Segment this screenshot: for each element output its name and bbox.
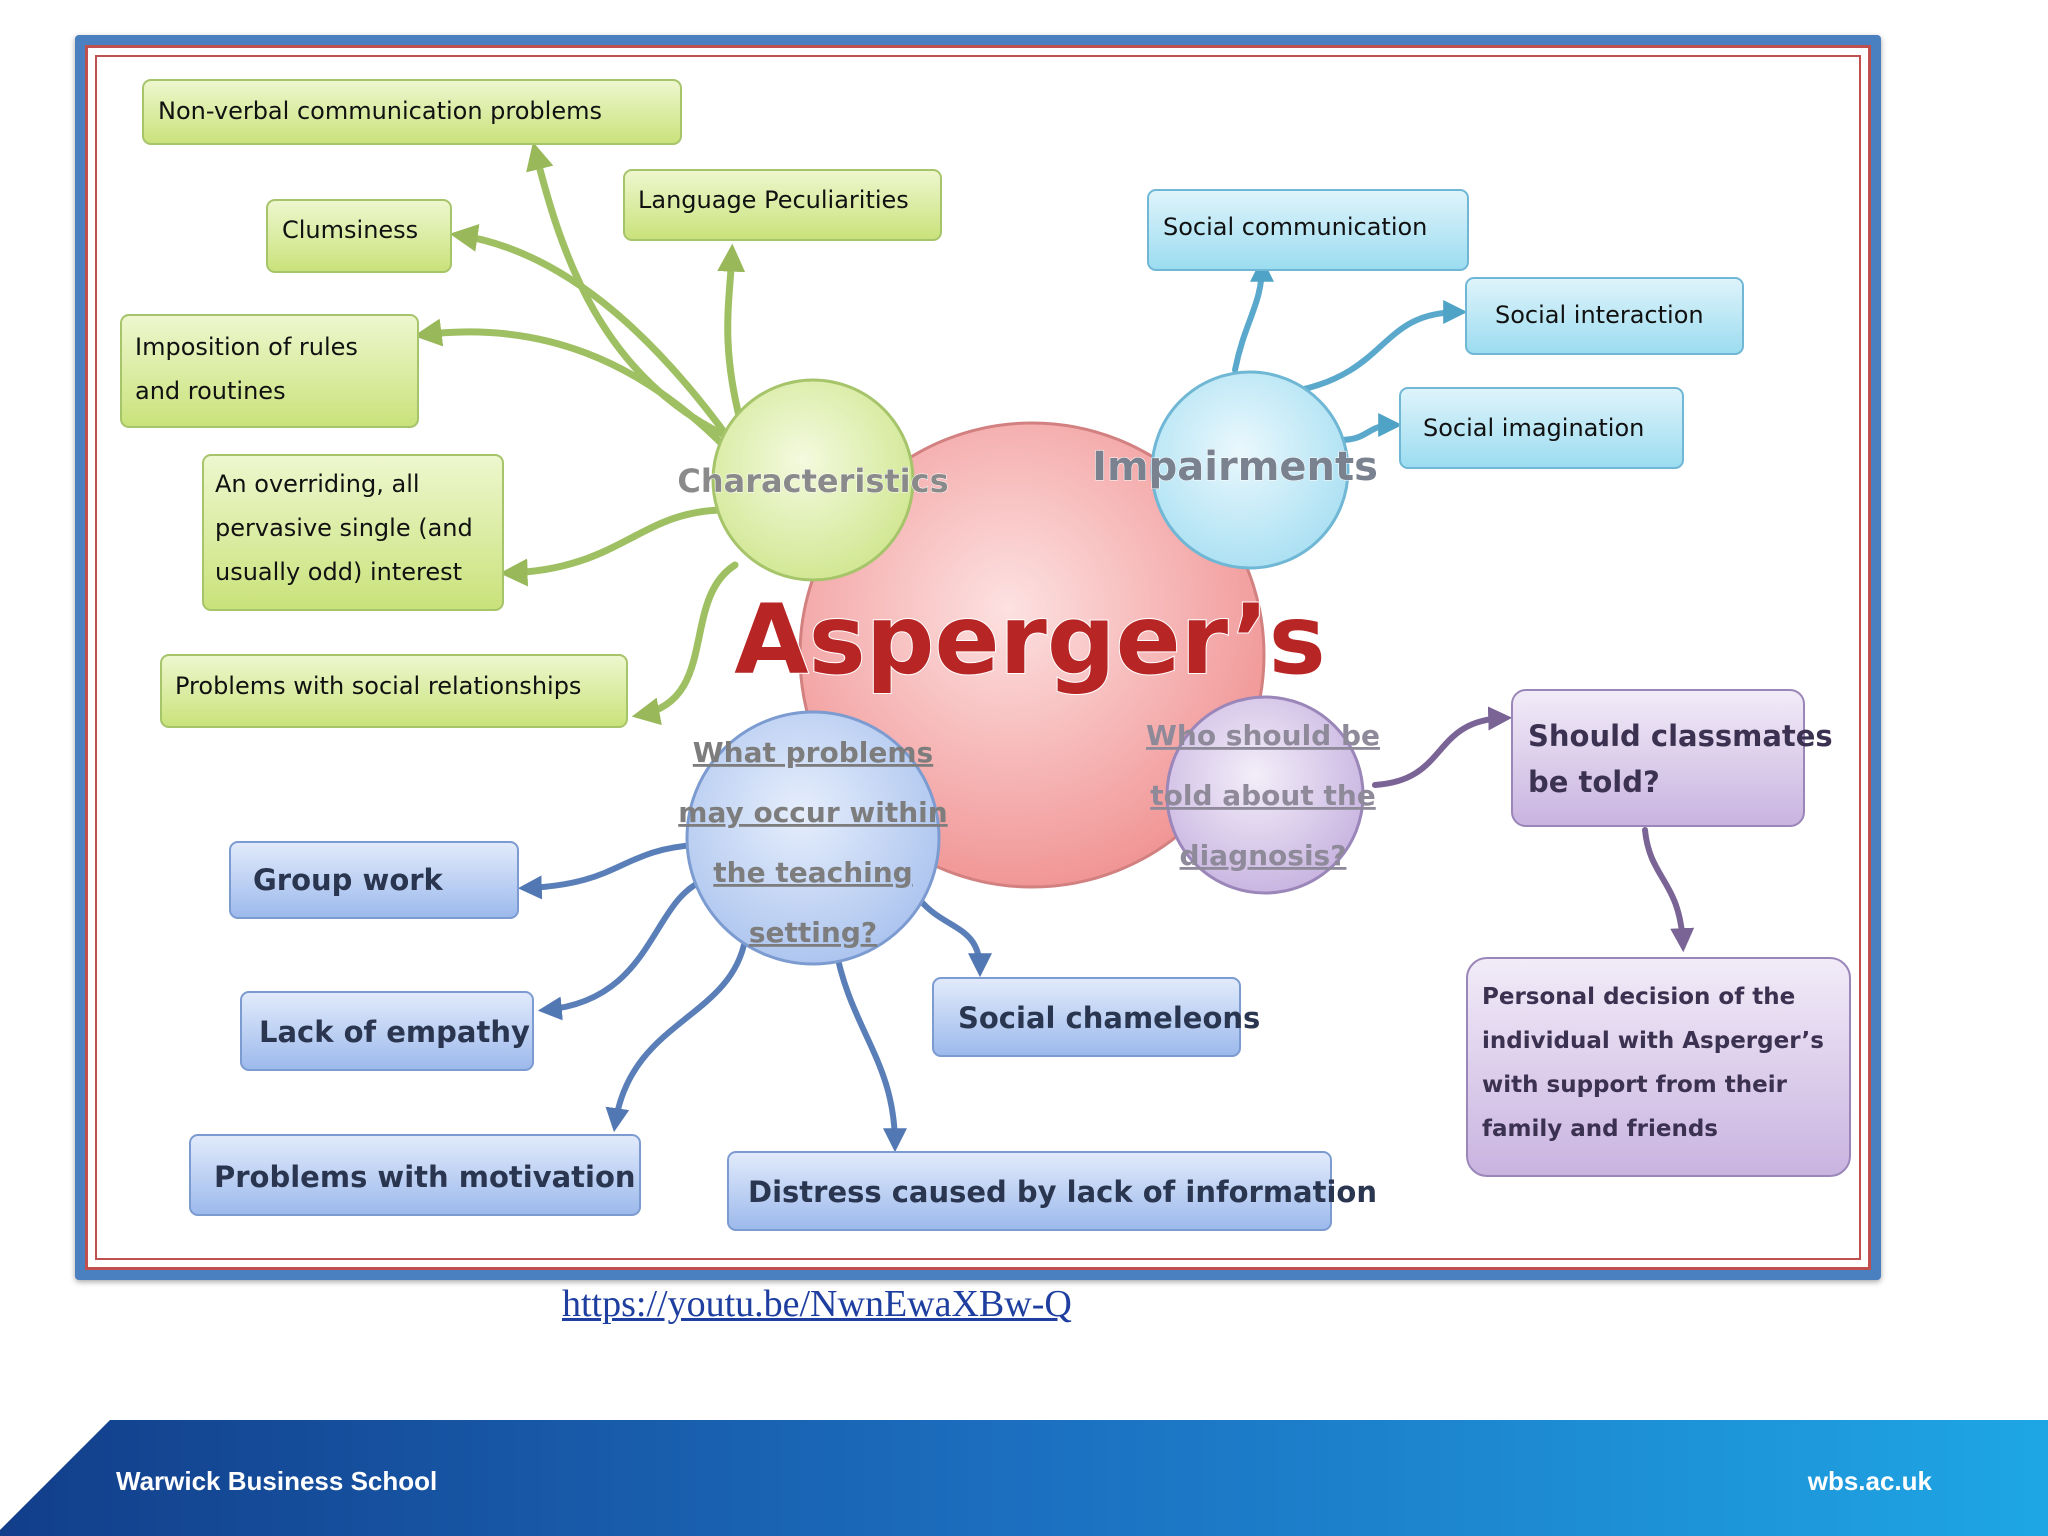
teaching-problems-hub (685, 710, 941, 966)
center-title: Asperger’s (734, 584, 1325, 696)
connector-social-communication (1232, 257, 1274, 373)
decision-text-line: with support from their (1482, 1072, 1788, 1098)
box-motivation (189, 1134, 641, 1216)
box-clumsiness (266, 199, 452, 273)
language-text: Language Peculiarities (638, 186, 909, 214)
chameleons-text: Social chameleons (958, 1001, 1260, 1035)
connector-interest (499, 506, 729, 587)
diagnosis-hub (1165, 695, 1365, 895)
diagnosis-label-line: Who should be (1146, 719, 1380, 752)
diagnosis-label-line: told about the (1150, 779, 1376, 812)
connector-group-work (517, 842, 698, 900)
box-language (623, 169, 942, 241)
footer-bar (0, 1420, 2048, 1536)
motivation-text: Problems with motivation (214, 1160, 636, 1194)
connector-chameleons (917, 897, 992, 978)
footer-website: wbs.ac.uk (1807, 1466, 1932, 1496)
nonverbal-text: Non-verbal communication problems (158, 97, 602, 125)
distress-text: Distress caused by lack of information (748, 1175, 1377, 1209)
connector-motivation (605, 937, 748, 1133)
social-communication-text: Social communication (1163, 213, 1427, 241)
connector-rules (413, 318, 732, 454)
decision-text-line: individual with Asperger’s (1482, 1028, 1824, 1054)
interest-text-line: pervasive single (and (215, 514, 473, 542)
box-personal-decision (1466, 957, 1851, 1177)
connector-language (717, 243, 746, 424)
interest-text-line: usually odd) interest (215, 558, 462, 586)
box-social-interaction (1465, 277, 1744, 355)
impairments-hub (1150, 370, 1350, 570)
connector-social-imagination (1337, 413, 1403, 443)
empathy-text: Lack of empathy (259, 1015, 530, 1049)
connector-clumsiness (449, 224, 734, 444)
interest-text-line: An overriding, all (215, 470, 420, 498)
social-interaction-text: Social interaction (1495, 301, 1704, 329)
classmates-text-line: Should classmates (1528, 719, 1833, 753)
characteristics-hub (711, 378, 915, 582)
characteristics-label: Characteristics (677, 462, 948, 500)
box-chameleons (932, 977, 1241, 1057)
teaching-label-line: the teaching (713, 856, 912, 889)
connector-classmates (1372, 706, 1513, 788)
connector-relationships (631, 561, 739, 726)
clumsiness-text: Clumsiness (282, 216, 418, 244)
decision-text-line: Personal decision of the (1482, 984, 1795, 1010)
connector-distress (832, 942, 907, 1153)
connector-empathy (537, 877, 708, 1021)
teaching-label-line: may occur within (678, 796, 947, 829)
box-interest (202, 454, 504, 611)
diagnosis-label-line: diagnosis? (1180, 839, 1347, 872)
box-empathy (240, 991, 534, 1071)
relationships-text: Problems with social relationships (175, 672, 581, 700)
box-nonverbal (142, 79, 682, 145)
rules-text-line: and routines (135, 377, 286, 405)
box-classmates (1511, 689, 1805, 827)
social-imagination-text: Social imagination (1423, 414, 1644, 442)
decision-text-line: family and friends (1482, 1116, 1718, 1142)
teaching-label-line: setting? (749, 916, 877, 949)
footer-school-name: Warwick Business School (116, 1466, 438, 1496)
connector-personal-decision (1642, 827, 1695, 953)
classmates-text-line: be told? (1528, 765, 1660, 799)
group-work-text: Group work (253, 863, 444, 897)
video-link[interactable]: https://youtu.be/NwnEwaXBw-Q (562, 1283, 1072, 1325)
box-relationships (160, 654, 628, 728)
box-rules (120, 314, 419, 428)
impairments-label: Impairments (1092, 444, 1378, 490)
box-distress (727, 1151, 1332, 1231)
teaching-label-line: What problems (693, 736, 933, 769)
connector-social-interaction (1297, 300, 1468, 393)
rules-text-line: Imposition of rules (135, 333, 358, 361)
box-social-communication (1147, 189, 1469, 271)
box-social-imagination (1399, 387, 1684, 469)
box-group-work (229, 841, 519, 919)
